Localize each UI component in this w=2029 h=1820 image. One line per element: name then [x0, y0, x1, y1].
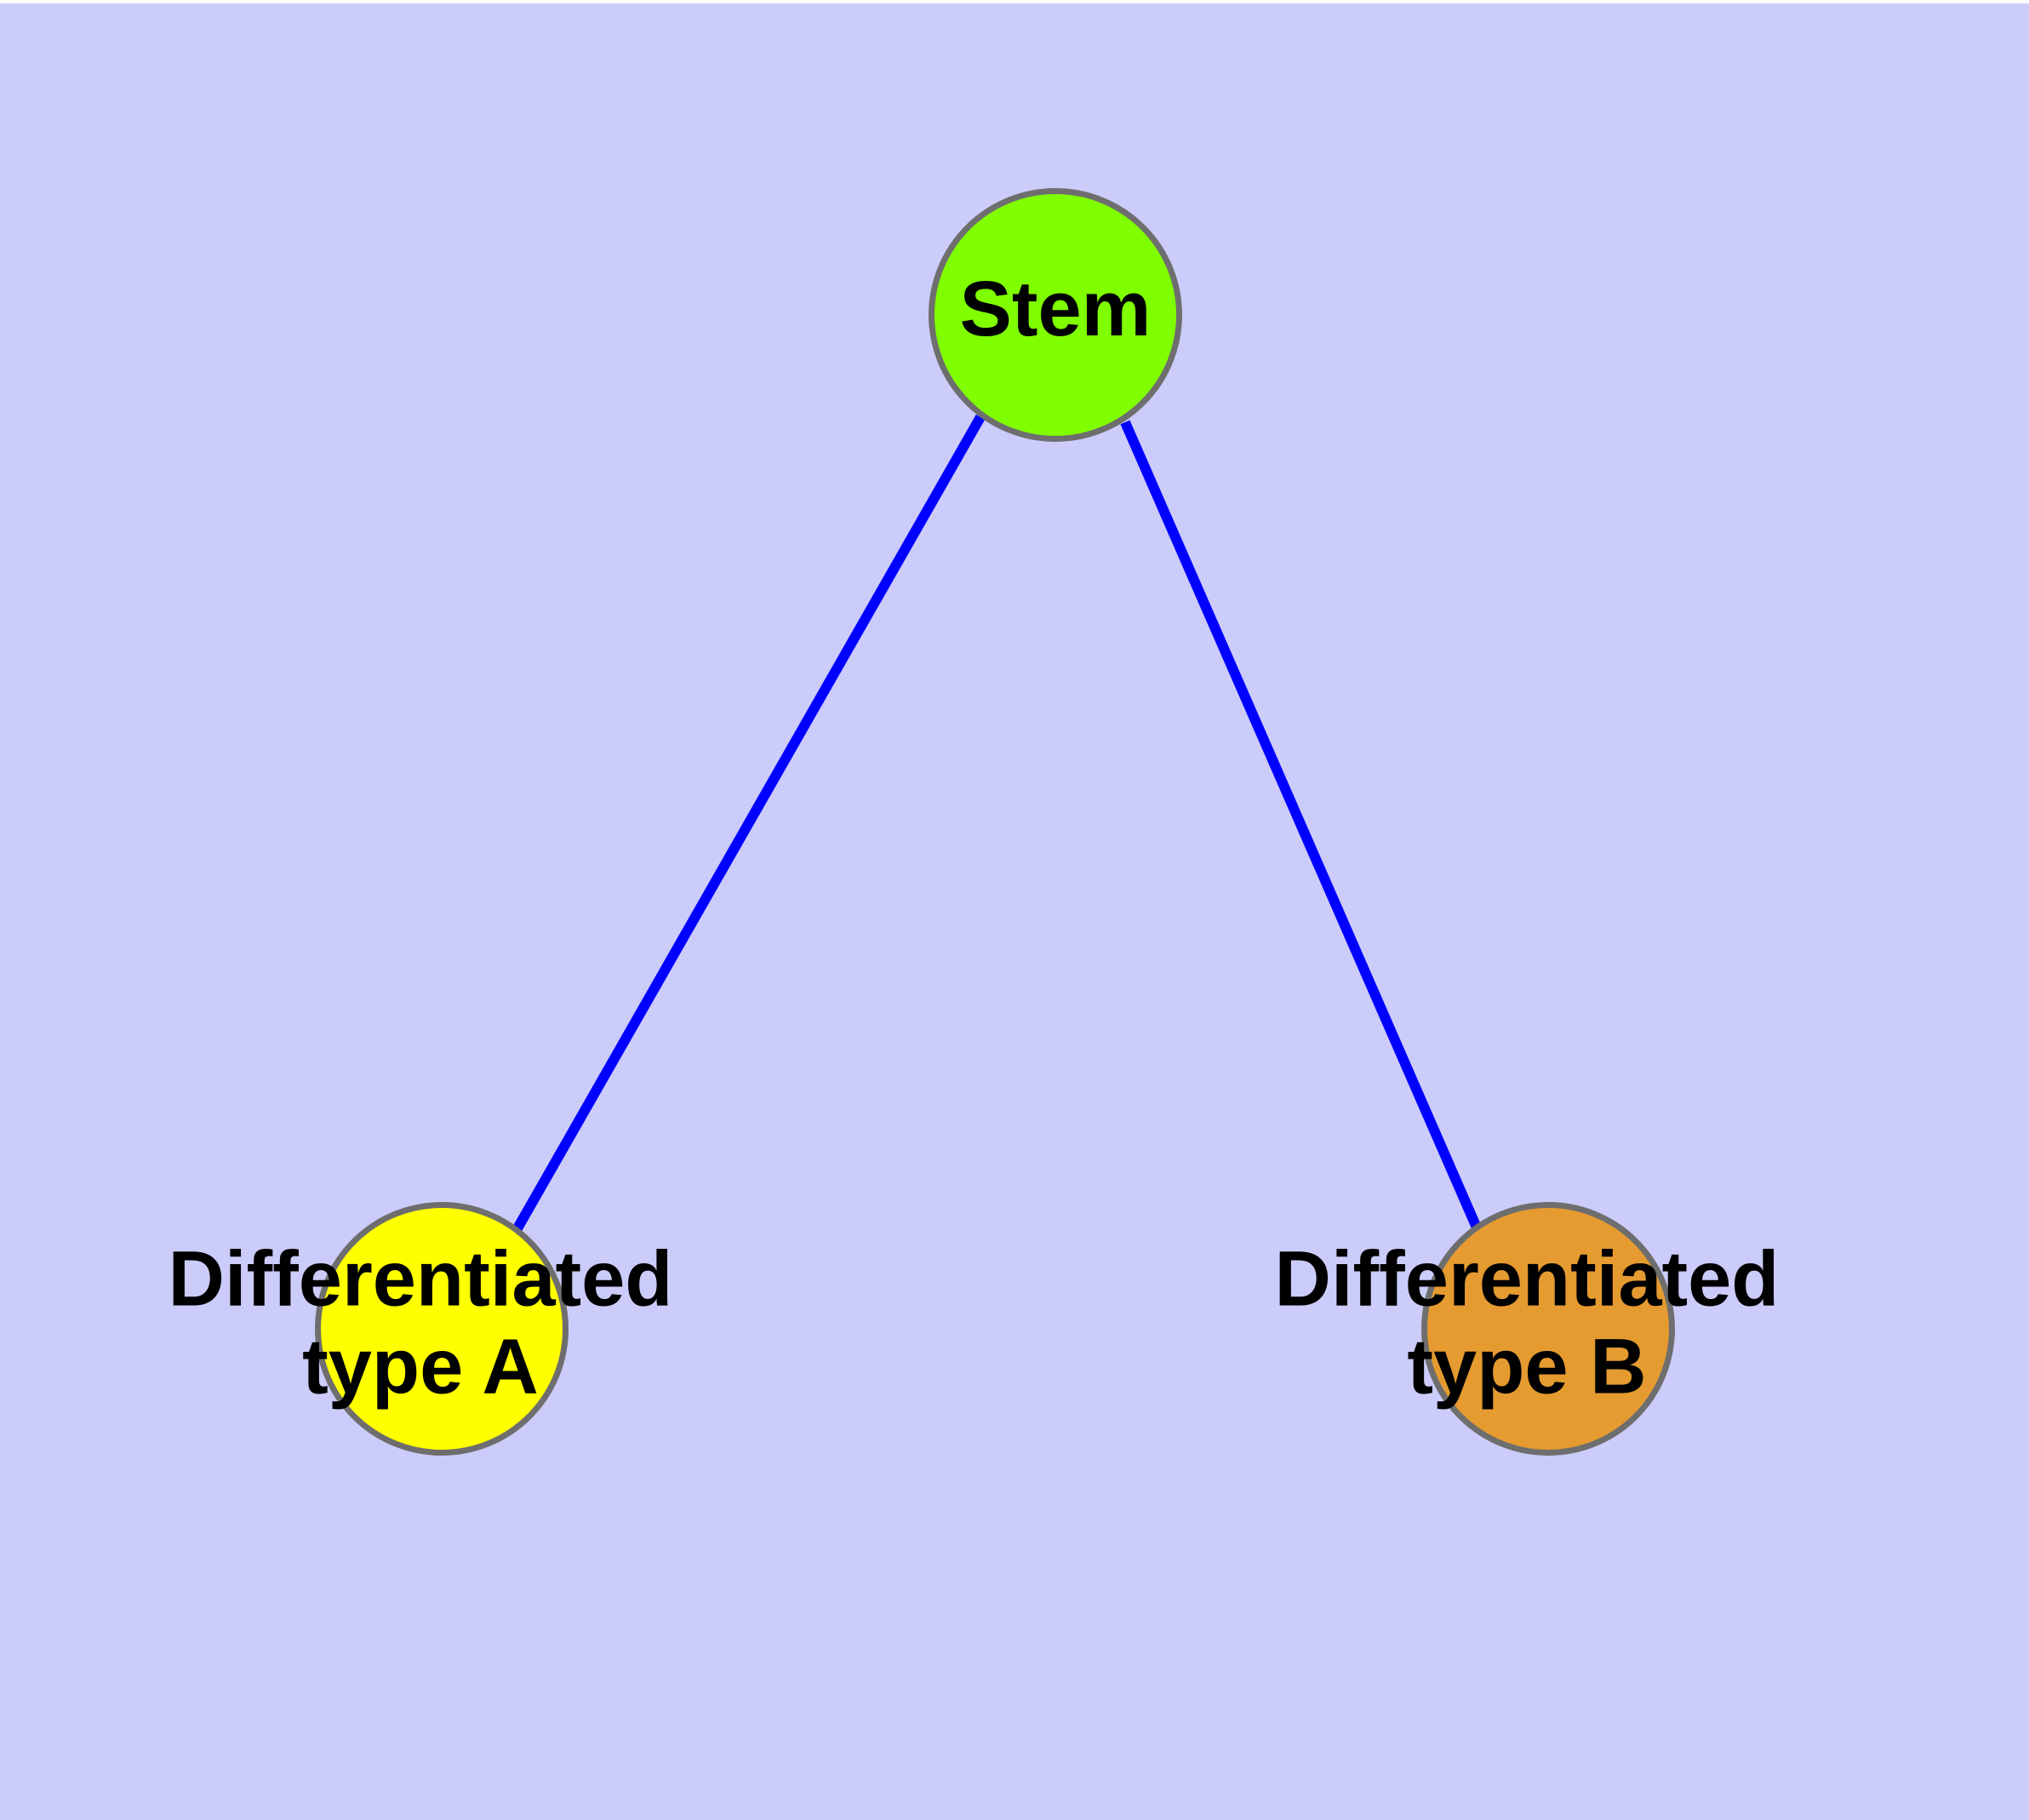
edge-stem-to-differentiated-type-a[interactable] [512, 415, 986, 1231]
edge-layer [512, 415, 1482, 1231]
edge-stem-to-differentiated-type-b[interactable] [1120, 420, 1482, 1230]
node-layer [315, 188, 1675, 1456]
node-label-stem: Stem [960, 266, 1152, 352]
node-stem[interactable] [929, 188, 1182, 442]
node-differentiated-type-a[interactable] [315, 1202, 569, 1456]
node-differentiated-type-b[interactable] [1421, 1202, 1675, 1456]
